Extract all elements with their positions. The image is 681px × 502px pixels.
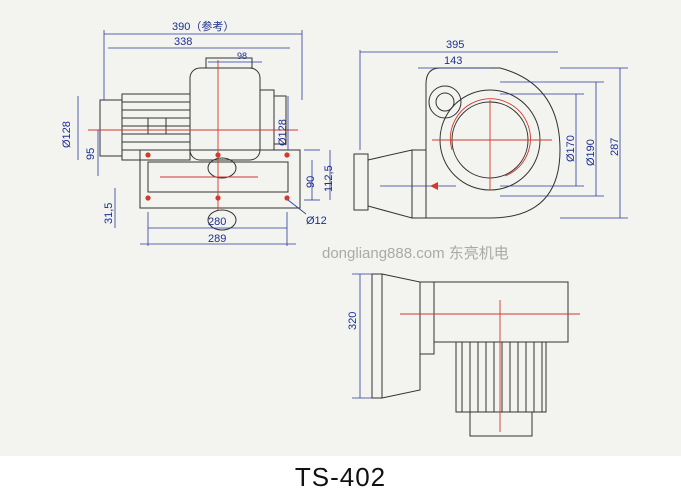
dim-112-label: 112,5	[323, 165, 335, 192]
inlet-bore	[435, 92, 455, 112]
motor-endcap	[99, 99, 123, 157]
dim-hole-label: Ø12	[306, 215, 327, 227]
drawing-panel: 390（参考） 338 98 Ø128 95 31,5 Ø128 90 112	[0, 0, 681, 456]
terminal-box	[147, 117, 167, 135]
bottom-housing	[433, 281, 569, 343]
motor-fins	[122, 101, 190, 151]
base-hole	[284, 195, 290, 201]
base-hole	[145, 195, 151, 201]
base-hole	[145, 152, 151, 158]
outlet-cone	[367, 149, 413, 219]
front-view: 395 143 Ø170 Ø190 287	[353, 39, 628, 219]
bottom-collar	[419, 281, 435, 355]
base-hole	[284, 152, 290, 158]
dim-170-label: Ø170	[565, 135, 577, 162]
dim-190-label: Ø190	[585, 139, 597, 166]
bottom-view: 320	[347, 273, 580, 437]
bottom-motor-fins	[461, 342, 543, 412]
dim-housing-dia-label: Ø128	[277, 119, 289, 146]
dim-98-label: 98	[237, 51, 247, 61]
housing-circle	[207, 157, 237, 179]
dim-280-label: 280	[208, 216, 226, 228]
watermark-text: dongliang888.com 东亮机电	[322, 245, 509, 262]
dim-90-label: 90	[305, 176, 317, 188]
lower-circle	[207, 209, 237, 231]
dim-95-label: 95	[85, 148, 97, 160]
model-title: TS-402	[294, 462, 387, 492]
airflow-arrow-head	[430, 182, 438, 190]
dim-338-label: 338	[174, 36, 192, 48]
side-view: 390（参考） 338 98 Ø128 95 31,5 Ø128 90 112	[61, 19, 335, 246]
dim-395-label: 395	[446, 39, 464, 51]
outlet-flange	[353, 153, 369, 211]
rotation-arc	[449, 98, 531, 177]
bottom-flange	[371, 273, 383, 399]
blower-housing	[189, 67, 261, 161]
housing-flange	[273, 95, 287, 145]
dim-289-label: 289	[208, 233, 226, 245]
base-frame	[139, 149, 301, 209]
dim-motor-dia-label: Ø128	[61, 121, 73, 148]
bottom-cone	[381, 273, 421, 399]
inlet-boss	[428, 85, 462, 119]
outlet-collar	[411, 149, 427, 219]
dim-hole-leader	[287, 199, 307, 215]
volute-housing	[425, 67, 561, 219]
bottom-motor-endcap	[469, 411, 533, 437]
technical-drawing: 390（参考） 338 98 Ø128 95 31,5 Ø128 90 112	[61, 19, 628, 437]
dim-320-label: 320	[347, 312, 359, 330]
dim-143-label: 143	[444, 55, 462, 67]
outlet-stub	[205, 57, 253, 69]
dim-390-label: 390（参考）	[172, 19, 234, 33]
dim-31-label: 31,5	[103, 203, 115, 224]
dim-287-label: 287	[609, 138, 621, 156]
housing-cover	[259, 89, 275, 151]
